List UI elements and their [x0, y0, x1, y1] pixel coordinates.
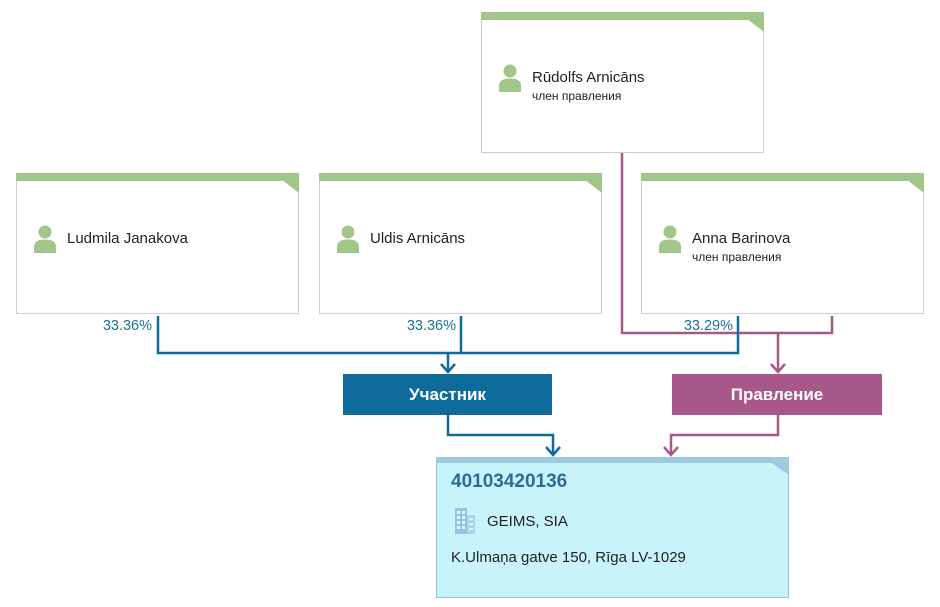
- building-icon: [454, 506, 476, 534]
- share-percent-1: 33.36%: [102, 318, 152, 334]
- person-name[interactable]: Anna Barinova: [692, 230, 791, 247]
- person-info: Rūdolfs Arnicāns член правления: [532, 69, 753, 105]
- card-corner-fold: [738, 12, 764, 32]
- person-icon: [659, 225, 681, 253]
- company-address: K.Ulmaņa gatve 150, Rīga LV-1029: [451, 549, 686, 566]
- person-icon: [337, 225, 359, 253]
- participants-group-label: Участник: [343, 374, 552, 415]
- person-info: Uldis Arnicāns: [370, 230, 591, 248]
- card-accent-strip: [16, 173, 299, 181]
- card-corner-fold: [273, 173, 299, 193]
- card-corner-fold: [898, 173, 924, 193]
- person-name[interactable]: Ludmila Janakova: [67, 230, 188, 247]
- person-info: Ludmila Janakova: [67, 230, 288, 248]
- card-corner-fold: [763, 457, 789, 475]
- person-name[interactable]: Rūdolfs Arnicāns: [532, 69, 645, 86]
- person-icon: [34, 225, 56, 253]
- board-arrowhead-group: [770, 363, 786, 374]
- card-accent-strip: [436, 457, 789, 463]
- share-percent-3: 33.29%: [683, 318, 733, 334]
- share-percent-2: 33.36%: [406, 318, 456, 334]
- company-registration-number[interactable]: 40103420136: [451, 471, 568, 492]
- company-name: GEIMS, SIA: [487, 513, 568, 530]
- person-name[interactable]: Uldis Arnicāns: [370, 230, 466, 247]
- board-member-card[interactable]: Rūdolfs Arnicāns член правления: [481, 12, 764, 153]
- person-card-2[interactable]: Uldis Arnicāns: [319, 173, 602, 314]
- board-group-label: Правление: [672, 374, 882, 415]
- participant-connector-to-company: [446, 415, 555, 454]
- board-connector-top-member: [620, 153, 834, 335]
- card-accent-strip: [481, 12, 764, 20]
- participant-arrowhead-company: [545, 446, 561, 457]
- person-card-3[interactable]: Anna Barinova член правления: [641, 173, 924, 314]
- board-arrowhead-company: [663, 446, 679, 457]
- person-icon: [499, 64, 521, 92]
- card-accent-strip: [319, 173, 602, 181]
- person-info: Anna Barinova член правления: [692, 230, 913, 266]
- person-role: член правления: [532, 89, 622, 103]
- board-connector-to-company: [669, 415, 780, 454]
- person-card-1[interactable]: Ludmila Janakova: [16, 173, 299, 314]
- person-role: член правления: [692, 250, 782, 264]
- card-accent-strip: [641, 173, 924, 181]
- company-card[interactable]: 40103420136 GEIMS, SIA K.Ulmaņa gatve 15…: [436, 457, 789, 598]
- participant-arrowhead-group: [440, 363, 456, 374]
- card-corner-fold: [576, 173, 602, 193]
